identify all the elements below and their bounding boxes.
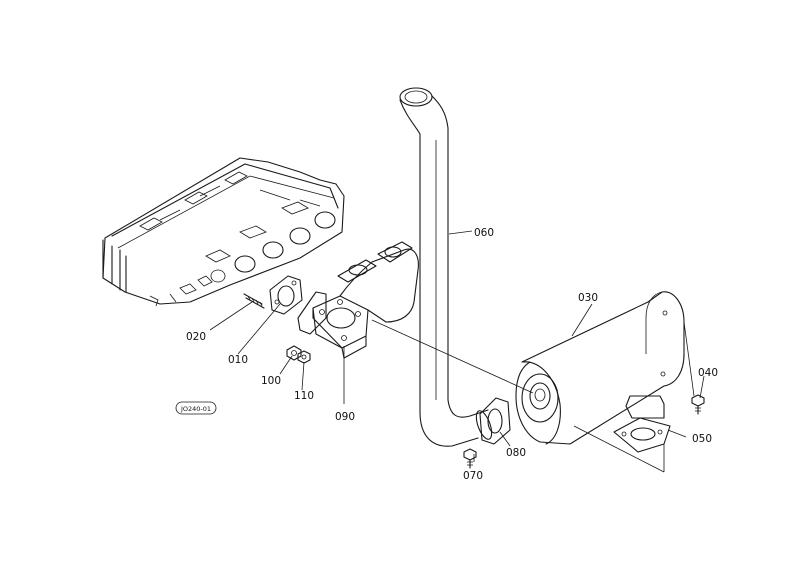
callout-110: 110 [294, 390, 314, 402]
callout-040: 040 [698, 367, 718, 379]
muffler-part [515, 291, 685, 445]
bracket-bolt-part [691, 394, 705, 415]
figure-code-text: JO240-01 [180, 405, 211, 413]
callout-100: 100 [261, 375, 281, 387]
callout-050: 050 [692, 433, 712, 445]
callout-070: 070 [463, 470, 483, 482]
nut-and-washer-parts [286, 345, 311, 364]
stud-bolt-part [243, 293, 265, 309]
callout-020: 020 [186, 331, 206, 343]
callout-080: 080 [506, 447, 526, 459]
cylinder-head-drawing [102, 157, 345, 307]
tail-pipe-part [399, 87, 493, 447]
figure-code-badge: JO240-01 [175, 401, 217, 415]
callout-090: 090 [335, 411, 355, 423]
callout-060: 060 [474, 227, 494, 239]
muffler-gasket-part [479, 397, 511, 445]
flange-bolt-part [463, 448, 477, 469]
muffler-bracket-part [613, 395, 671, 453]
leader-lines [209, 230, 705, 473]
manifold-gasket-part [269, 275, 303, 315]
callout-010: 010 [228, 354, 248, 366]
callout-030: 030 [578, 292, 598, 304]
exhaust-manifold-part [297, 241, 419, 359]
